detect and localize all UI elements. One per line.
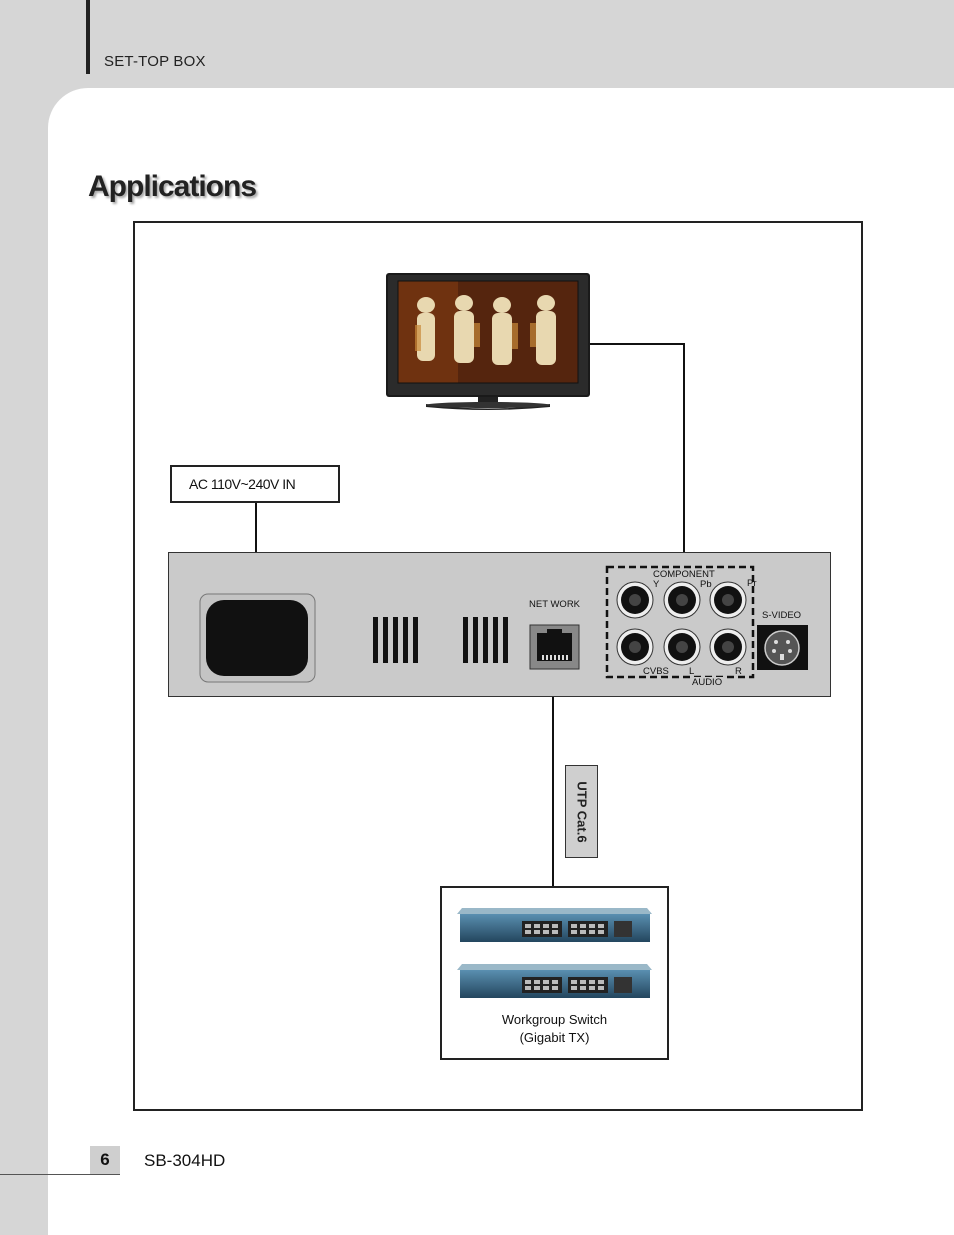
page-title: Applications — [88, 170, 257, 203]
cvbs-label: CVBS — [643, 666, 669, 677]
tv-cable-vertical — [683, 343, 685, 565]
model-name: SB-304HD — [144, 1151, 226, 1170]
set-top-box-rear-panel: NET WORK COMPONENT Y Pb Pr CVBS L R AUDI… — [168, 552, 831, 697]
pb-label: Pb — [700, 579, 712, 590]
y-label: Y — [653, 579, 660, 590]
power-input-label: AC 110V~240V IN — [170, 465, 340, 503]
switch-caption-line1: Workgroup Switch — [501, 1012, 608, 1027]
header-bar — [86, 0, 90, 74]
tv-cable-horizontal — [590, 343, 685, 345]
pr-label: Pr — [747, 578, 757, 589]
header-section: SET-TOP BOX — [104, 53, 206, 70]
network-port-label: NET WORK — [529, 599, 581, 610]
s-video-label: S-VIDEO — [762, 610, 802, 621]
cable-type-label: UTP Cat.6 — [565, 765, 598, 858]
audio-r-label: R — [735, 666, 742, 677]
page-number: 6 — [90, 1146, 120, 1174]
switch-caption-line2: (Gigabit TX) — [519, 1030, 590, 1045]
audio-l-label: L — [689, 666, 695, 677]
audio-label: AUDIO — [690, 677, 725, 688]
component-label: COMPONENT — [651, 569, 717, 580]
footer-line — [0, 1174, 120, 1175]
network-cable — [552, 668, 554, 886]
workgroup-switch: Workgroup Switch (Gigabit TX) — [440, 886, 669, 1060]
tv-illustration — [386, 273, 590, 411]
